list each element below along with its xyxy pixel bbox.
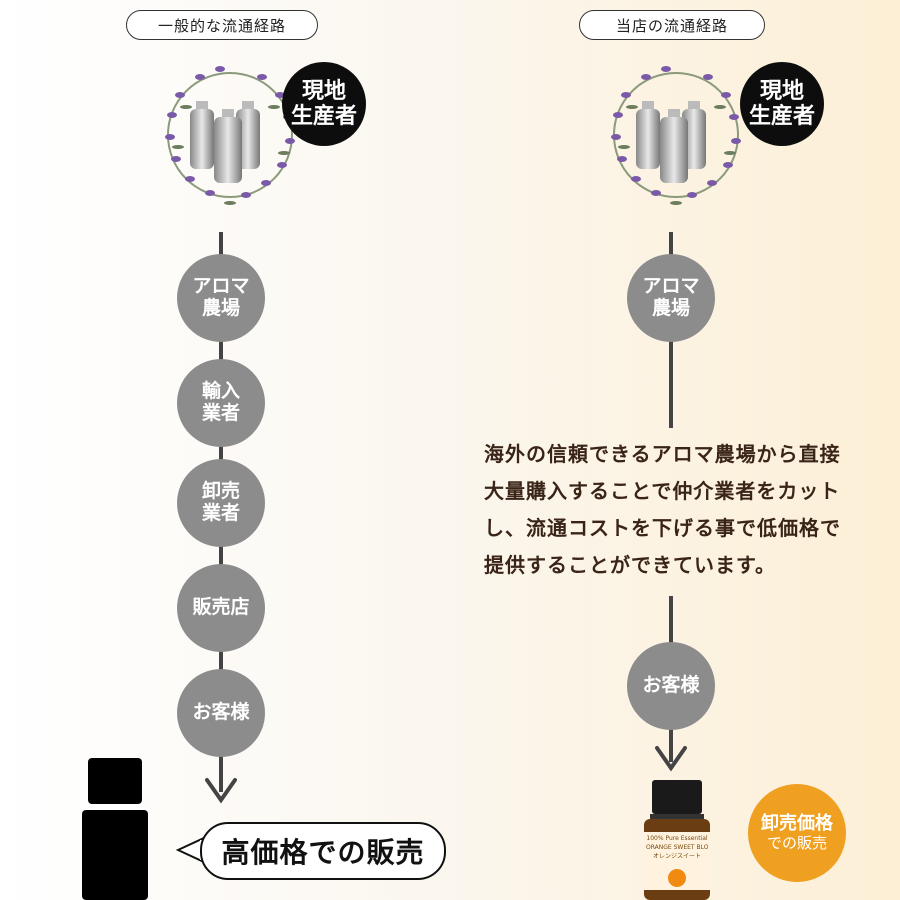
product-label-line: オレンジスイート [652, 853, 701, 860]
left-route-title: 一般的な流通経路 [126, 10, 318, 40]
right-route-title: 当店の流通経路 [579, 10, 765, 40]
description-line: 大量購入することで仲介業者をカット [484, 479, 841, 503]
left-producer-illustration [150, 55, 310, 219]
step-label: 農場 [201, 297, 240, 319]
step-label: アロマ [642, 275, 700, 298]
step-wholesaler: 卸売 業者 [177, 459, 265, 547]
step-label: 卸売 [201, 480, 240, 503]
description-line: し、流通コストを下げる事で低価格で [484, 516, 841, 540]
step-label: 業者 [201, 402, 240, 424]
direct-purchase-description: 海外の信頼できるアロマ農場から直接 大量購入することで仲介業者をカット し、流通… [484, 436, 884, 584]
step-label: お客様 [642, 674, 700, 697]
product-label-line: ORANGE SWEET BLOSS [646, 844, 708, 851]
step-label: アロマ [192, 275, 250, 298]
step-aroma-farm: アロマ 農場 [177, 254, 265, 342]
description-line: 提供することができています。 [484, 553, 776, 577]
badge-line1: 卸売価格 [761, 813, 833, 835]
producer-label-line1: 現地 [759, 77, 804, 104]
black-bottle-icon [82, 758, 148, 900]
right-producer-circle: 現地 生産者 [740, 62, 824, 146]
step-label: お客様 [192, 701, 250, 724]
description-line: 海外の信頼できるアロマ農場から直接 [484, 442, 841, 466]
producer-label-line2: 生産者 [290, 103, 357, 129]
wholesale-price-badge: 卸売価格 での販売 [748, 784, 846, 882]
right-step-aroma-farm: アロマ 農場 [627, 254, 715, 342]
left-producer-circle: 現地 生産者 [282, 62, 366, 146]
right-producer-illustration [596, 55, 756, 219]
step-label: 販売店 [192, 596, 250, 619]
high-price-bubble: 高価格での販売 [200, 822, 446, 880]
badge-line2: での販売 [766, 833, 827, 852]
product-label-line: 100% Pure Essential [646, 835, 708, 842]
step-label: 業者 [201, 502, 240, 524]
down-arrow-icon [205, 778, 237, 804]
aluminum-bottle-icon [636, 101, 706, 183]
lavender-wreath-icon [611, 66, 741, 205]
down-arrow-icon [655, 746, 687, 772]
producer-label-line2: 生産者 [748, 103, 815, 129]
essential-oil-bottle-icon: 100% Pure Essential ORANGE SWEET BLOSS オ… [638, 778, 716, 900]
right-step-customer: お客様 [627, 642, 715, 730]
step-importer: 輸入 業者 [177, 359, 265, 447]
step-retailer: 販売店 [177, 564, 265, 652]
aluminum-bottle-icon [190, 101, 260, 183]
step-customer: お客様 [177, 669, 265, 757]
step-label: 輸入 [201, 380, 240, 403]
step-label: 農場 [651, 297, 690, 319]
producer-label-line1: 現地 [301, 77, 346, 104]
